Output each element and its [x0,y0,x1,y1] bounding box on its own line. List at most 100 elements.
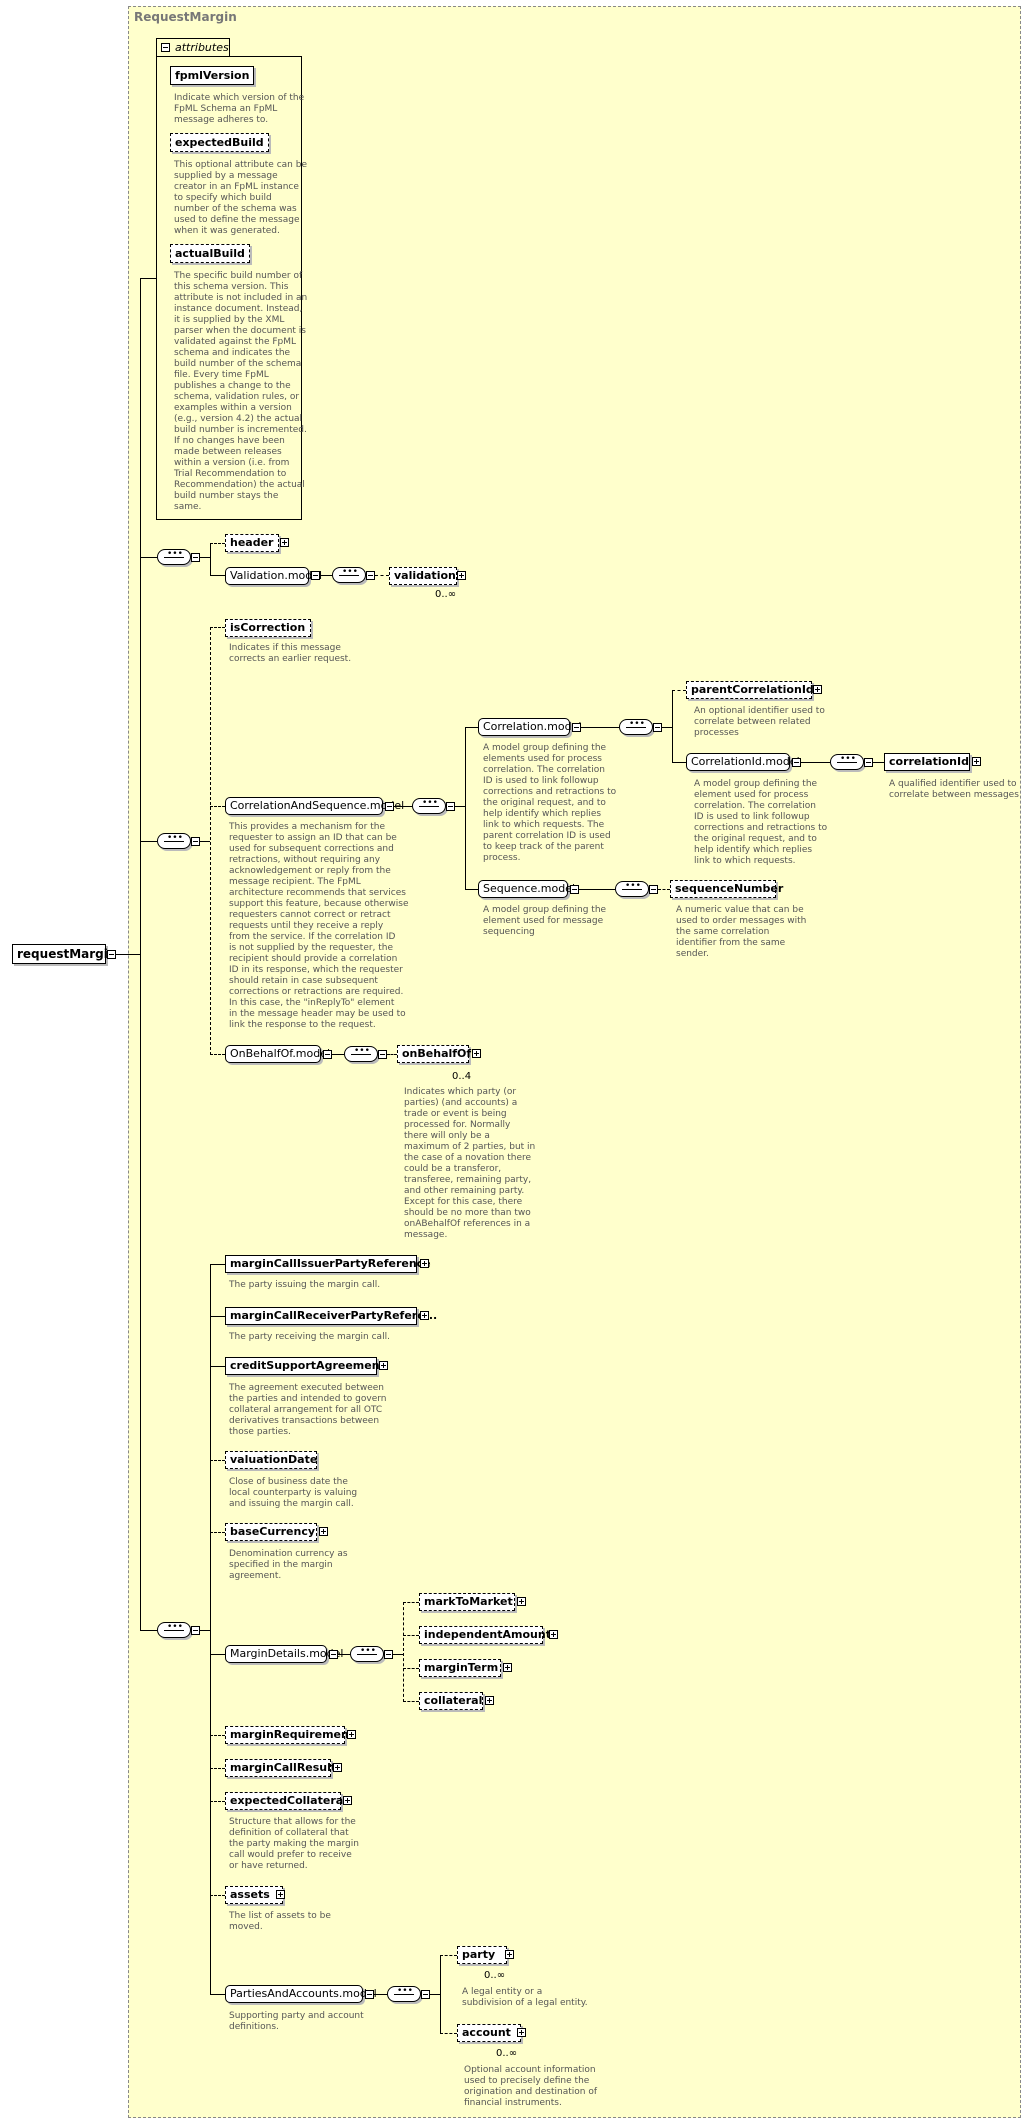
expand-validation-icon[interactable] [457,571,466,580]
collapse-correlation-model-icon[interactable] [572,723,581,732]
collapse-sequence-icon[interactable] [378,1050,387,1059]
element-margincallreceiverpartyreference[interactable]: marginCallReceiverPartyRefere... [225,1307,437,1325]
group-margindetails-model[interactable]: MarginDetails.model [225,1645,343,1663]
collapse-sequence-icon[interactable] [191,1626,200,1635]
element-creditsupportagreement[interactable]: creditSupportAgreement [225,1357,385,1375]
attr-expectedbuild[interactable]: expectedBuild [170,133,269,152]
group-correlationandsequence-model[interactable]: CorrelationAndSequence.model [225,797,404,815]
element-party[interactable]: party [457,1946,507,1964]
group-correlation-model[interactable]: Correlation.model [478,718,581,736]
element-marginrequirement[interactable]: marginRequirement [225,1726,354,1744]
collapse-sequence-icon[interactable] [191,553,200,562]
expand-independentamount-icon[interactable] [549,1630,558,1639]
element-expectedcollateral[interactable]: expectedCollateral [225,1792,347,1810]
element-onbehalfof[interactable]: onBehalfOf [397,1045,471,1063]
collapse-sequence-icon[interactable] [366,571,375,580]
collapse-sequence-model-icon[interactable] [570,885,579,894]
collapse-sequence-icon[interactable] [653,723,662,732]
element-assets[interactable]: assets [225,1886,283,1904]
element-parentcorrelationid[interactable]: parentCorrelationId [686,681,814,699]
connector [210,627,225,628]
element-sequencenumber[interactable]: sequenceNumber [670,880,783,898]
expand-account-icon[interactable] [517,2028,526,2037]
root-element-requestmargin[interactable]: requestMargin [12,944,116,964]
sequence-compositor-onbehalfof[interactable] [344,1046,378,1062]
expand-marktomarket-icon[interactable] [517,1597,526,1606]
sequence-compositor-sequence[interactable] [615,881,649,897]
group-sequence-model[interactable]: Sequence.model [478,880,575,898]
connector [320,575,332,576]
connector [375,575,389,576]
sequence-compositor-2[interactable] [157,833,191,849]
expand-header-icon[interactable] [280,538,289,547]
element-correlationid[interactable]: correlationId [884,753,970,771]
connector [210,1316,225,1317]
collapse-onbehalfof-model-icon[interactable] [323,1050,332,1059]
collapse-sequence-icon[interactable] [446,802,455,811]
collapse-sequence-icon[interactable] [649,885,658,894]
sequence-compositor-margindetails[interactable] [350,1646,384,1662]
element-header[interactable]: header [225,534,279,552]
element-marginterm[interactable]: marginTerm [419,1659,501,1677]
element-basecurrency[interactable]: baseCurrency [225,1523,317,1541]
collapse-sequence-icon[interactable] [384,1650,393,1659]
correlation-model-desc: A model group defining the elements used… [483,743,617,863]
collapse-partiesandaccounts-model-icon[interactable] [365,1990,374,1999]
element-iscorrection[interactable]: isCorrection [225,619,311,637]
element-validation[interactable]: validation [389,567,457,585]
element-valuationdate[interactable]: valuationDate [225,1451,317,1469]
expand-parentcorrelationid-icon[interactable] [813,685,822,694]
connector [140,1630,157,1631]
expand-onbehalfof-icon[interactable] [472,1049,481,1058]
sequence-compositor-correlationid[interactable] [830,754,864,770]
expand-marginterm-icon[interactable] [503,1663,512,1672]
collapse-sequence-icon[interactable] [421,1990,430,1999]
sequence-compositor-3[interactable] [157,1622,191,1638]
collapse-root-icon[interactable] [107,950,116,959]
collapse-sequence-icon[interactable] [864,758,873,767]
element-margincallissuerpartyreference[interactable]: marginCallIssuerPartyReference [225,1255,431,1273]
attr-fpmlversion[interactable]: fpmlVersion [170,66,255,85]
collapse-validation-model-icon[interactable] [311,571,320,580]
connector [662,727,672,728]
group-partiesandaccounts-model[interactable]: PartiesAndAccounts.model [225,1985,377,2003]
connector [403,1701,419,1702]
attr-actualbuild[interactable]: actualBuild [170,244,250,263]
expand-expectedcollateral-icon[interactable] [343,1796,352,1805]
expand-party-icon[interactable] [505,1950,514,1959]
element-account[interactable]: account [457,2024,521,2042]
collapse-correlationid-model-icon[interactable] [792,758,801,767]
expand-margincallissuerpartyreference-icon[interactable] [420,1259,429,1268]
connector [210,543,211,575]
collapse-cas-model-icon[interactable] [385,802,394,811]
sequence-compositor-partiesandaccounts[interactable] [387,1986,421,2002]
sequence-compositor-cas[interactable] [412,798,446,814]
expand-assets-icon[interactable] [276,1890,285,1899]
expand-margincallreceiverpartyreference-icon[interactable] [420,1311,429,1320]
expand-marginrequirement-icon[interactable] [347,1730,356,1739]
connector [374,1994,387,1995]
basecurrency-desc: Denomination currency as specified in th… [229,1549,348,1581]
expand-margincallresult-icon[interactable] [333,1763,342,1772]
group-correlationid-model[interactable]: CorrelationId.model [686,753,800,771]
element-independentamount[interactable]: independentAmount [419,1626,551,1644]
connector [210,1994,225,1995]
sequence-compositor-1[interactable] [157,549,191,565]
element-margincallresult[interactable]: marginCallResult [225,1759,336,1777]
group-onbehalfof-model[interactable]: OnBehalfOf.model [225,1045,330,1063]
collapse-margindetails-model-icon[interactable] [329,1650,338,1659]
sequence-compositor-validation[interactable] [332,567,366,583]
collapse-sequence-icon[interactable] [191,837,200,846]
attributes-tab[interactable]: attributes [156,38,230,57]
collapse-attributes-icon[interactable] [161,43,170,52]
account-desc: Optional account information used to pre… [464,2065,597,2108]
connector [465,727,466,889]
expand-basecurrency-icon[interactable] [319,1527,328,1536]
element-collateral[interactable]: collateral [419,1692,483,1710]
sequence-compositor-correlation[interactable] [619,719,653,735]
expand-creditsupportagreement-icon[interactable] [379,1361,388,1370]
expand-correlationid-icon[interactable] [972,757,981,766]
group-validation-model[interactable]: Validation.model [225,567,322,585]
element-marktomarket[interactable]: markToMarket [419,1593,515,1611]
expand-collateral-icon[interactable] [485,1696,494,1705]
